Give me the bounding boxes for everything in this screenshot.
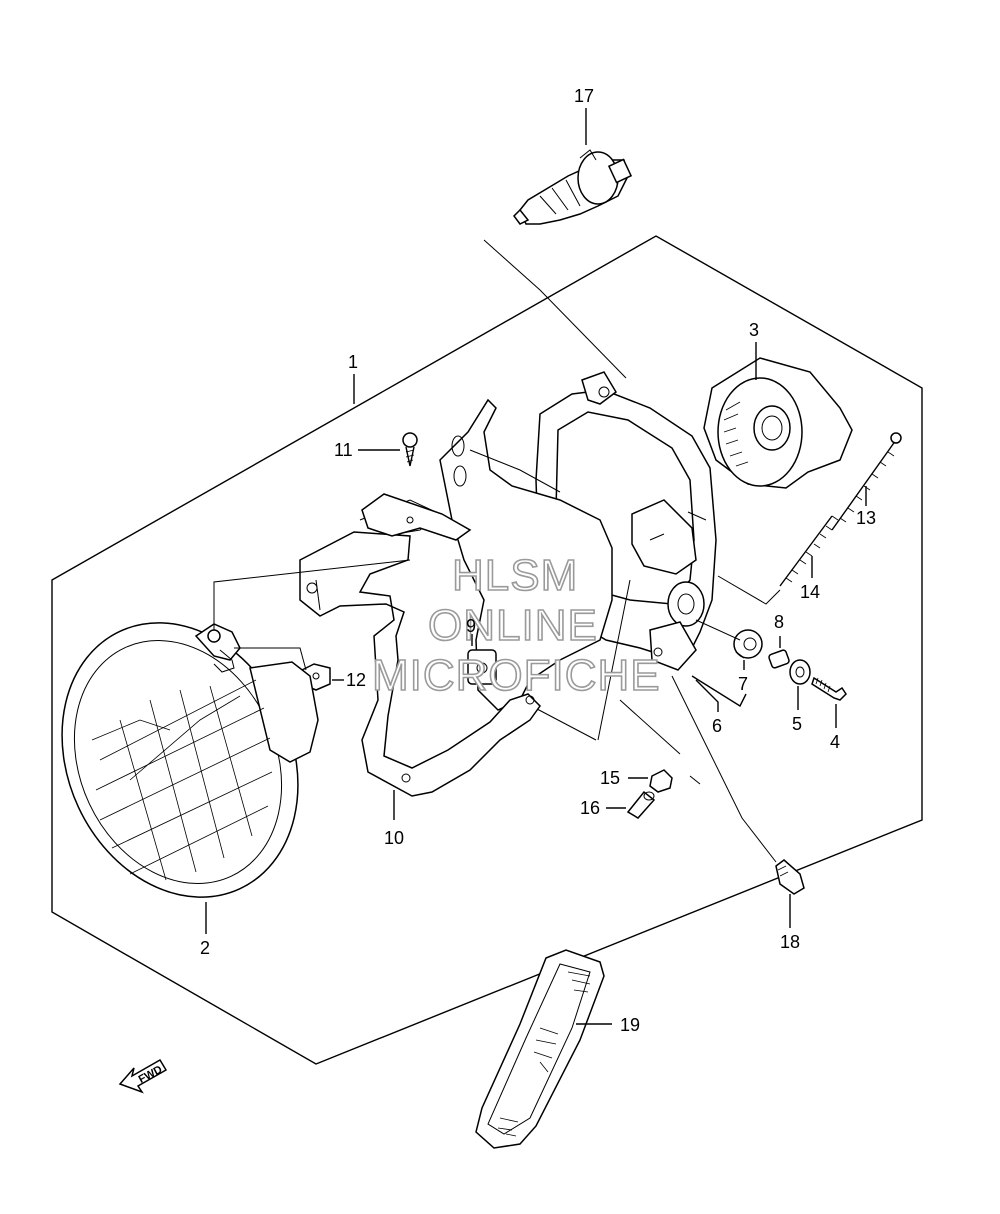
- grommet-part: [649, 769, 673, 793]
- callout-7: 7: [738, 674, 748, 694]
- collar-part: [768, 649, 790, 669]
- watermark-line-3: MICROFICHE: [372, 651, 661, 700]
- callout-9: 9: [466, 616, 476, 636]
- watermark: HLSM ONLINE MICROFICHE: [371, 550, 661, 701]
- front-bracket-part: [299, 493, 541, 797]
- callout-10: 10: [384, 828, 404, 848]
- callout-15: 15: [600, 768, 620, 788]
- spacer-part: [626, 790, 656, 819]
- damper-part: [733, 629, 763, 659]
- bolt-part: [811, 676, 847, 701]
- callout-16: 16: [580, 798, 600, 818]
- socket-cover-part: [703, 357, 853, 489]
- callout-3: 3: [749, 320, 759, 340]
- callout-1: 1: [348, 352, 358, 372]
- callout-6: 6: [712, 716, 722, 736]
- tapping-screw-part: [402, 432, 418, 467]
- adjusting-screw-part: [831, 432, 902, 531]
- reflector-part: [475, 949, 605, 1149]
- callout-17: 17: [574, 86, 594, 106]
- assembly-outline: [51, 235, 923, 1065]
- callout-19: 19: [620, 1015, 640, 1035]
- callout-5: 5: [792, 714, 802, 734]
- callout-2: 2: [200, 938, 210, 958]
- watermark-line-2: ONLINE: [428, 601, 598, 650]
- svg-text:FWD: FWD: [137, 1064, 165, 1086]
- leader-bulb: [483, 239, 627, 379]
- watermark-line-1: HLSM: [452, 551, 578, 600]
- callout-4: 4: [830, 732, 840, 752]
- callout-18: 18: [780, 932, 800, 952]
- screw-part: [775, 859, 805, 895]
- side-bracket-part: [439, 398, 613, 711]
- leader-6: [695, 679, 719, 712]
- callout-13: 13: [856, 508, 876, 528]
- callout-11: 11: [334, 440, 353, 460]
- spring-part: [779, 515, 839, 587]
- headlight-unit-part: [61, 622, 319, 898]
- bulb-part: [513, 149, 633, 225]
- washer-part: [789, 659, 811, 685]
- callout-12: 12: [346, 670, 366, 690]
- callout-8: 8: [774, 612, 784, 632]
- fwd-arrow-icon: FWD: [118, 1058, 168, 1094]
- callout-14: 14: [800, 582, 820, 602]
